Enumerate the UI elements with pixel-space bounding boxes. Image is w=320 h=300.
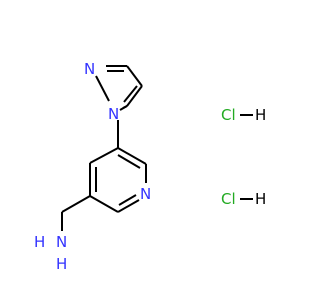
structure-canvas: N N N N H H Cl H Cl H xyxy=(34,60,266,273)
molecule-drawing: N N N N H H Cl H Cl H xyxy=(34,60,266,273)
bond-c6-c5-inner xyxy=(117,154,141,169)
bond-c2-n xyxy=(117,199,140,213)
atom-pyrazole-n2: N xyxy=(84,60,95,78)
atom-amine-h2: H xyxy=(56,255,67,273)
bond-c3-c4 xyxy=(126,65,143,87)
atom-amine-n: N xyxy=(56,233,67,251)
bond-n1-c5b xyxy=(119,105,128,111)
bond-c3-ch2 xyxy=(61,195,91,213)
bond-n2-n1 xyxy=(95,75,110,102)
salt-hydrogen-top: H xyxy=(255,106,266,124)
salt-chlorine-top: Cl xyxy=(221,106,236,124)
bond-c4-c5 xyxy=(126,85,143,107)
bond-c5-c4 xyxy=(89,147,119,164)
bond-c4-c5-inner xyxy=(123,85,138,103)
salt-chlorine-bottom: Cl xyxy=(221,190,236,208)
bond-c6-c5 xyxy=(117,147,147,165)
bond-c3-c2 xyxy=(89,195,119,213)
atom-pyrazole-n1: N xyxy=(108,105,119,123)
atom-amine-h1: H xyxy=(34,233,45,251)
bond-c2-n-inner xyxy=(118,194,137,206)
salt-hydrogen-bottom: H xyxy=(255,190,266,208)
atom-pyridine-n: N xyxy=(140,185,151,203)
